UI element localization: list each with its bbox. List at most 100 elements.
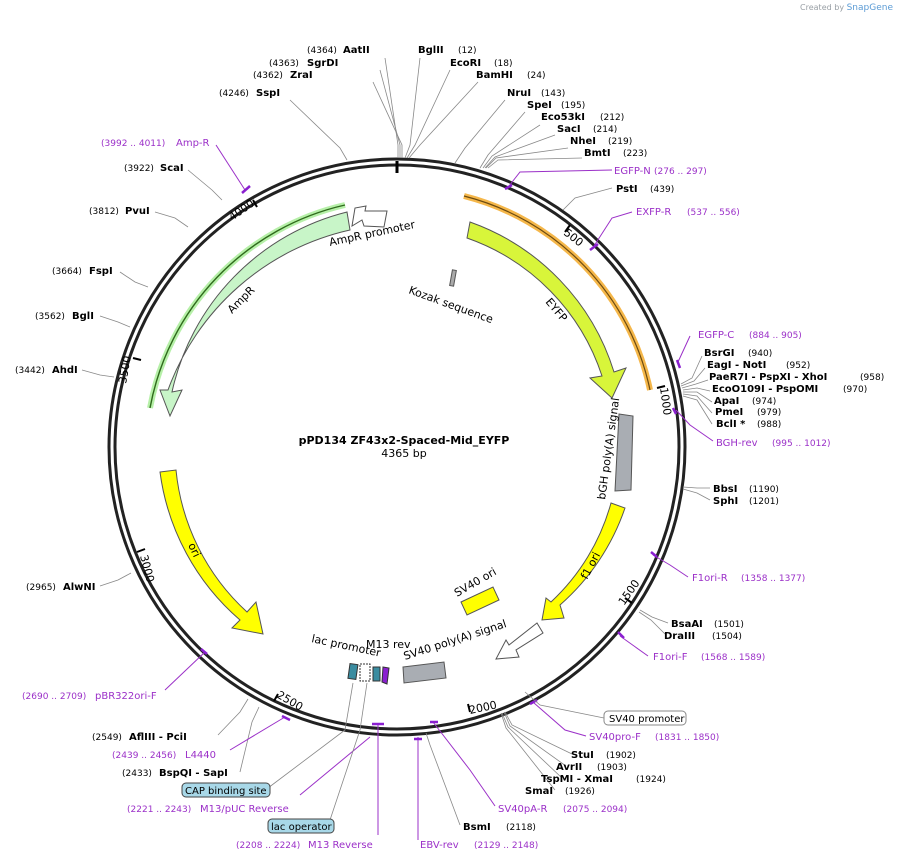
- tick-label: 2000: [468, 698, 498, 717]
- sv40polya-label: SV40 poly(A) signal: [402, 617, 508, 663]
- enzyme-sspi: SspI: [256, 88, 280, 99]
- primer-l4440-range: (2439 .. 2456): [112, 751, 176, 761]
- enzyme-bcli: BclI *: [716, 419, 746, 430]
- enzyme-bsmi-pos: (2118): [506, 823, 536, 833]
- primer-exfp-r-range: (537 .. 556): [687, 208, 740, 218]
- f1ori-feature[interactable]: [541, 502, 626, 621]
- sv40-promoter-box: [603, 710, 687, 726]
- primer-ticks: [200, 183, 682, 741]
- kozak-label: Kozak sequence: [407, 284, 495, 327]
- eyfp-feature[interactable]: [466, 221, 627, 399]
- primer-ebv-rev-range: (2129 .. 2148): [474, 841, 538, 851]
- enzyme-scai-pos: (3922): [124, 164, 154, 174]
- lac-operator-feature[interactable]: [372, 666, 381, 682]
- plasmid-name: pPD134 ZF43x2-Spaced-Mid_EYFP: [298, 434, 510, 447]
- m13rev-feature[interactable]: [381, 666, 390, 685]
- kozak-feature[interactable]: [449, 269, 457, 287]
- primer-f1ori-f: F1ori-F: [653, 652, 688, 663]
- ori-feature[interactable]: [159, 469, 264, 635]
- enzyme-afliii-pos: (2549): [92, 733, 122, 743]
- enzyme-bcli-pos: (988): [757, 420, 781, 430]
- primer-egfp-c: EGFP-C: [698, 330, 734, 341]
- enzyme-tspmi-pos: (1924): [636, 775, 666, 785]
- boxed-labels: SV40 promoter CAP binding site lac opera…: [181, 710, 687, 834]
- enzyme-bsrgi-pos: (940): [748, 349, 772, 359]
- primer-sv40pro-f: SV40pro-F: [589, 732, 641, 743]
- enzyme-scai: ScaI: [160, 163, 184, 174]
- primer-f1ori-f-range: (1568 .. 1589): [701, 653, 765, 663]
- enzyme-draiii-pos: (1504): [712, 632, 742, 642]
- enzyme-ecori: EcoRI: [450, 58, 481, 69]
- enzyme-aatii: AatII: [343, 45, 370, 56]
- enzyme-ahdi-pos: (3442): [15, 366, 45, 376]
- primer-amp-r: Amp-R: [176, 138, 210, 149]
- primer-bgh-rev-range: (995 .. 1012): [772, 439, 831, 449]
- enzyme-bmti: BmtI: [584, 148, 611, 159]
- enzyme-eagi-noti: EagI - NotI: [707, 360, 766, 371]
- sv40polya-feature[interactable]: [495, 622, 544, 660]
- enzyme-labels: AatII (4364) SgrDI (4363) ZraI (4362) Ss…: [15, 45, 884, 833]
- tick-label: 1000: [657, 387, 674, 417]
- m13rev-label: M13 rev: [366, 638, 411, 651]
- enzyme-saci-pos: (214): [593, 125, 617, 135]
- ampr-promoter-feature[interactable]: [351, 205, 388, 228]
- enzyme-zrai-pos: (4362): [253, 71, 283, 81]
- enzyme-fspi-pos: (3664): [52, 267, 82, 277]
- enzyme-paer7i-pos: (958): [860, 373, 884, 383]
- enzyme-alwni-pos: (2965): [26, 583, 56, 593]
- enzyme-bgli-pos: (3562): [35, 312, 65, 322]
- enzyme-bglii: BglII: [418, 45, 444, 56]
- primer-m13-reverse: M13 Reverse: [308, 840, 373, 851]
- enzyme-bbsi-pos: (1190): [749, 485, 779, 495]
- enzyme-stui-pos: (1902): [606, 751, 636, 761]
- primer-m13-reverse-range: (2208 .. 2224): [236, 841, 300, 851]
- enzyme-aatii-pos: (4364): [307, 46, 337, 56]
- primer-ebv-rev: EBV-rev: [420, 840, 459, 851]
- ampr-feature[interactable]: [159, 211, 351, 418]
- sv40ori-feature[interactable]: [460, 586, 500, 616]
- primer-f1ori-r-range: (1358 .. 1377): [741, 574, 805, 584]
- cap-site-feature[interactable]: [347, 662, 359, 681]
- enzyme-saci: SacI: [557, 124, 581, 135]
- enzyme-bsrgi: BsrGI: [704, 348, 734, 359]
- primer-l4440: L4440: [185, 750, 216, 761]
- enzyme-spei: SpeI: [527, 100, 552, 111]
- enzyme-pvui-pos: (3812): [89, 207, 119, 217]
- enzyme-sphi: SphI: [713, 496, 738, 507]
- bgh-feature[interactable]: [614, 413, 634, 492]
- enzyme-pmei-pos: (979): [757, 408, 781, 418]
- enzyme-tspmi: TspMI - XmaI: [541, 774, 613, 785]
- enzyme-sgrdi: SgrDI: [307, 58, 338, 69]
- primer-pbr322ori-f: pBR322ori-F: [95, 691, 157, 702]
- enzyme-afliii: AflIII - PciI: [129, 732, 187, 743]
- enzyme-bamhi: BamHI: [476, 70, 513, 81]
- amp-band-line: [149, 204, 346, 409]
- enzyme-apai: ApaI: [714, 396, 739, 407]
- lac-promoter-feature[interactable]: [359, 663, 371, 682]
- enzyme-nhei-pos: (219): [608, 137, 632, 147]
- tick-marks: [132, 199, 666, 713]
- sv40-grey-feature[interactable]: [402, 661, 447, 684]
- enzyme-sspi-pos: (4246): [219, 89, 249, 99]
- enzyme-sgrdi-pos: (4363): [269, 59, 299, 69]
- enzyme-nrui: NruI: [507, 88, 531, 99]
- enzyme-stui: StuI: [571, 750, 594, 761]
- enzyme-bspqi-pos: (2433): [122, 769, 152, 779]
- enzyme-pmei: PmeI: [715, 407, 743, 418]
- primer-f1ori-r: F1ori-R: [692, 573, 728, 584]
- snapgene-logo: SnapGene: [846, 3, 893, 13]
- primer-m13-puc-reverse-range: (2221 .. 2243): [127, 805, 191, 815]
- enzyme-bbsi: BbsI: [713, 484, 737, 495]
- enzyme-apai-pos: (974): [752, 397, 776, 407]
- enzyme-smai: SmaI: [525, 786, 553, 797]
- box-leaders: [267, 682, 605, 821]
- backbone-outer-ring: [107, 157, 687, 737]
- enzyme-ecoo109i-pos: (970): [843, 385, 867, 395]
- enzyme-sphi-pos: (1201): [749, 497, 779, 507]
- cap-binding-label: CAP binding site: [185, 786, 267, 797]
- enzyme-bspqi: BspQI - SapI: [159, 768, 228, 779]
- primer-egfp-c-range: (884 .. 905): [749, 331, 802, 341]
- enzyme-fspi: FspI: [89, 266, 113, 277]
- exfp-band-line: [463, 195, 651, 391]
